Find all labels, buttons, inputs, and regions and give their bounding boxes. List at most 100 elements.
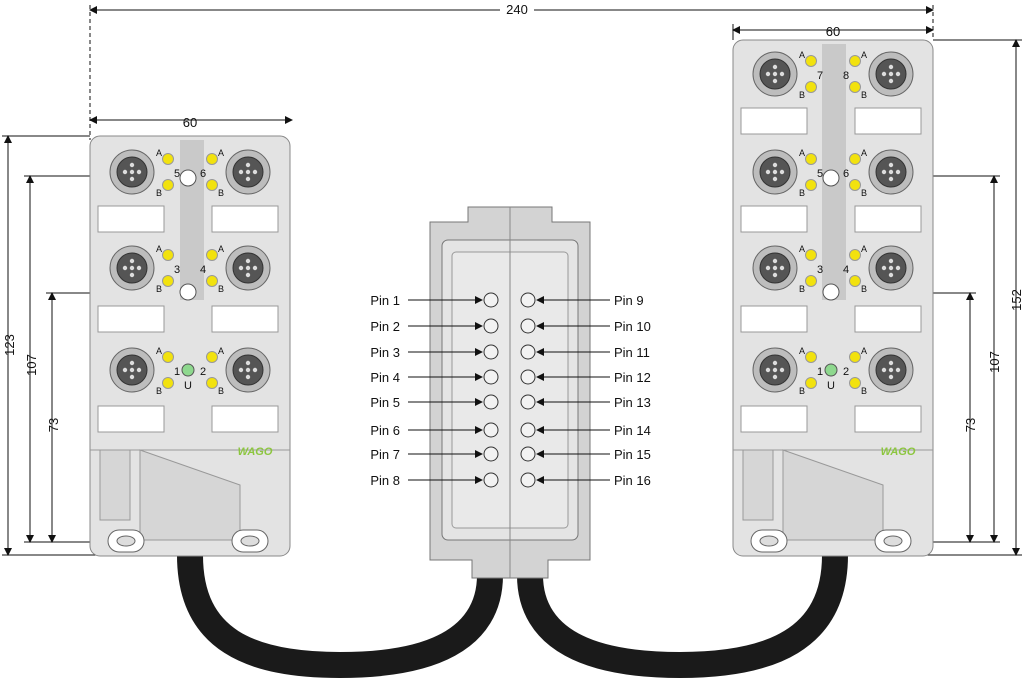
pin-hole-right bbox=[520, 422, 536, 438]
pin-hole-right bbox=[520, 446, 536, 462]
pin-hole-right bbox=[520, 394, 536, 410]
left-status-label: U bbox=[184, 380, 192, 392]
port-number: 2 bbox=[843, 366, 849, 378]
right-port-3: A B 3 bbox=[752, 244, 823, 294]
port-number: 4 bbox=[200, 264, 206, 276]
pin-label-left: Pin 4 bbox=[370, 370, 400, 385]
pin-label-left: Pin 7 bbox=[370, 447, 400, 462]
right-port-7: A B 7 bbox=[752, 50, 823, 100]
pin-label-left: Pin 5 bbox=[370, 395, 400, 410]
led-label-a: A bbox=[799, 148, 805, 158]
led-label-b: B bbox=[799, 386, 805, 396]
led-label-a: A bbox=[218, 244, 224, 254]
led-label-b: B bbox=[799, 188, 805, 198]
dim-left-height-low: 73 bbox=[46, 418, 61, 432]
port-number: 3 bbox=[174, 264, 180, 276]
port-number: 4 bbox=[843, 264, 849, 276]
pin-hole-left bbox=[483, 422, 499, 438]
port-number: 8 bbox=[843, 70, 849, 82]
dim-left-height-total: 123 bbox=[2, 334, 17, 356]
right-cable bbox=[517, 554, 848, 679]
port-number: 5 bbox=[174, 168, 180, 180]
port-number: 6 bbox=[843, 168, 849, 180]
right-port-2: A B 2 bbox=[843, 346, 914, 396]
led-label-b: B bbox=[861, 188, 867, 198]
port-number: 7 bbox=[817, 70, 823, 82]
led-label-a: A bbox=[861, 244, 867, 254]
dim-right-width: 60 bbox=[826, 24, 840, 39]
right-port-6: A B 6 bbox=[843, 148, 914, 198]
left-io-box: U WAGO bbox=[89, 135, 291, 557]
left-port-4: A B 4 bbox=[200, 244, 271, 294]
led-label-b: B bbox=[156, 386, 162, 396]
led-label-b: B bbox=[861, 90, 867, 100]
pin-label-right: Pin 12 bbox=[614, 370, 651, 385]
led-label-a: A bbox=[799, 50, 805, 60]
pin-label-left: Pin 8 bbox=[370, 473, 400, 488]
led-label-b: B bbox=[799, 90, 805, 100]
pin-hole-left bbox=[483, 318, 499, 334]
pin-label-right: Pin 11 bbox=[614, 345, 650, 360]
led-label-b: B bbox=[861, 284, 867, 294]
pin-label-right: Pin 15 bbox=[614, 447, 651, 462]
pin-group: Pin 1 Pin 2 Pin 3 Pin 4 Pin 5 Pin 6 Pin 7 Pin 8… bbox=[370, 292, 651, 488]
left-port-5: AB5 bbox=[109, 148, 180, 198]
left-wago-logo: WAGO bbox=[238, 446, 273, 458]
pin-label-right: Pin 13 bbox=[614, 395, 651, 410]
pin-hole-right bbox=[520, 472, 536, 488]
led-label-b: B bbox=[861, 386, 867, 396]
right-port-8: A B 8 bbox=[843, 50, 914, 100]
port-number: 6 bbox=[200, 168, 206, 180]
left-port-1: AB1 bbox=[109, 346, 180, 396]
pin-label-right: Pin 10 bbox=[614, 319, 651, 334]
port-number: 1 bbox=[174, 366, 180, 378]
dimension-labels: 240 60 60 123 107 73 152 107 73 bbox=[2, 2, 1024, 432]
pin-hole-right bbox=[520, 369, 536, 385]
led-label-a: A bbox=[861, 346, 867, 356]
led-label-a: A bbox=[799, 244, 805, 254]
right-port-4: A B 4 bbox=[843, 244, 914, 294]
pin-hole-left bbox=[483, 472, 499, 488]
pin-label-left: Pin 3 bbox=[370, 345, 400, 360]
pin-hole-left bbox=[483, 369, 499, 385]
pin-hole-left bbox=[483, 394, 499, 410]
cables bbox=[177, 554, 848, 679]
pin-hole-right bbox=[520, 318, 536, 334]
led-label-a: A bbox=[861, 148, 867, 158]
pin-hole-right bbox=[520, 344, 536, 360]
led-label-b: B bbox=[156, 284, 162, 294]
pin-hole-right bbox=[520, 292, 536, 308]
left-port-3: AB3 bbox=[109, 244, 180, 294]
pin-hole-left bbox=[483, 292, 499, 308]
heavy-duty-connector bbox=[429, 206, 591, 579]
pin-label-right: Pin 16 bbox=[614, 473, 651, 488]
pin-hole-left bbox=[483, 344, 499, 360]
pin-label-right: Pin 9 bbox=[614, 293, 644, 308]
dim-right-height-mid: 107 bbox=[987, 351, 1002, 373]
led-label-b: B bbox=[156, 188, 162, 198]
left-cable bbox=[177, 554, 503, 679]
dim-left-height-mid: 107 bbox=[24, 354, 39, 376]
pin-hole-left bbox=[483, 446, 499, 462]
pin-label-left: Pin 6 bbox=[370, 423, 400, 438]
port-number: 2 bbox=[200, 366, 206, 378]
left-port-6: AB6 bbox=[200, 148, 271, 198]
led-label-a: A bbox=[861, 50, 867, 60]
dim-left-width: 60 bbox=[183, 115, 197, 130]
led-label-b: B bbox=[799, 284, 805, 294]
led-label-a: A bbox=[218, 346, 224, 356]
pin-label-left: Pin 1 bbox=[370, 293, 400, 308]
pin-label-left: Pin 2 bbox=[370, 319, 400, 334]
port-number: 5 bbox=[817, 168, 823, 180]
dim-right-height-total: 152 bbox=[1009, 289, 1024, 311]
right-status-label: U bbox=[827, 380, 835, 392]
port-number: 3 bbox=[817, 264, 823, 276]
right-io-box: U WAGO bbox=[732, 39, 934, 557]
dim-right-height-low: 73 bbox=[963, 418, 978, 432]
led-label-b: B bbox=[218, 284, 224, 294]
right-port-5: A B 5 bbox=[752, 148, 823, 198]
led-label-a: A bbox=[218, 148, 224, 158]
led-label-b: B bbox=[218, 386, 224, 396]
